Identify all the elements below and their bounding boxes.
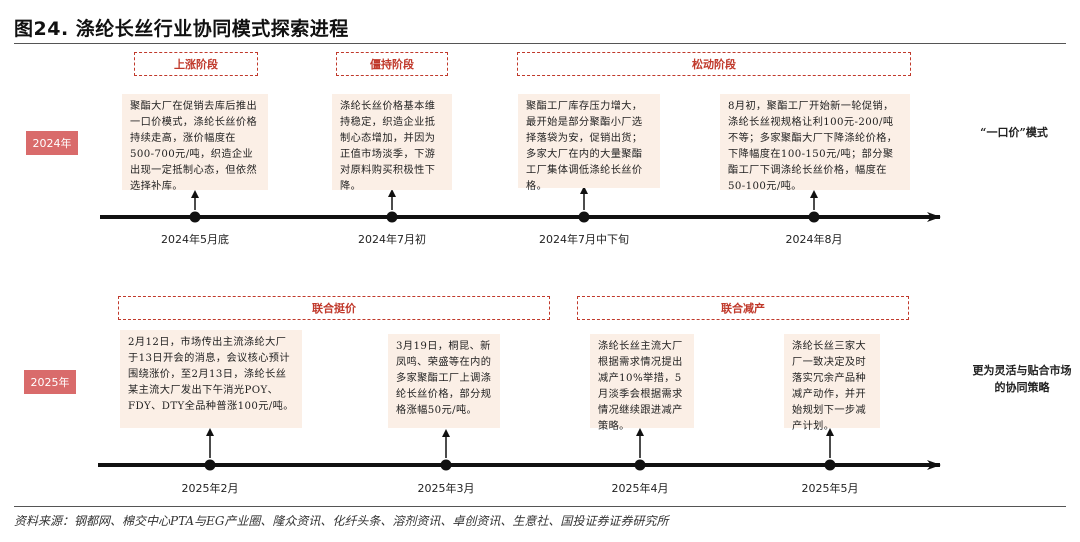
- timeline-marker: [204, 428, 216, 471]
- event-card: 3月19日，桐昆、新凤鸣、荣盛等在内的多家聚酯工厂上调涤纶长丝价格，部分规格涨幅…: [388, 334, 500, 428]
- event-date: 2024年8月: [785, 233, 843, 246]
- event-date: 2025年3月: [417, 482, 475, 495]
- side-note-2024: “一口价”模式: [980, 126, 1048, 139]
- event-date: 2025年2月: [181, 482, 239, 495]
- event-card: 涤纶长丝价格基本维持稳定，织造企业抵制心态增加，并因为正值市场淡季，下游对原料购…: [332, 94, 452, 192]
- timeline-marker: [808, 190, 820, 223]
- year-label-2025: 2025年: [24, 370, 76, 394]
- event-date: 2025年4月: [611, 482, 669, 495]
- title-divider: [14, 43, 1066, 44]
- event-card: 涤纶长丝三家大厂一致决定及时落实冗余产品种减产动作，并开始规划下一步减产计划。: [784, 334, 880, 432]
- timeline-marker: [634, 428, 646, 471]
- event-date: 2025年5月: [801, 482, 859, 495]
- side-note-2025: 更为灵活与贴合市场的协同策略: [972, 364, 1072, 394]
- timeline-marker: [189, 190, 201, 223]
- timeline-marker: [386, 189, 398, 223]
- phase-label: 联合挺价: [118, 296, 550, 320]
- event-date: 2024年7月中下旬: [539, 233, 629, 246]
- source-divider: [14, 506, 1066, 507]
- phase-label: 上涨阶段: [134, 52, 258, 76]
- event-date: 2024年5月底: [161, 233, 229, 246]
- event-card: 涤纶长丝主流大厂根据需求情况提出减产10%举措，5月淡季会根据需求情况继续跟进减…: [590, 334, 694, 432]
- event-card: 8月初，聚酯工厂开始新一轮促销，涤纶长丝视规格让利100元-200/吨不等；多家…: [720, 94, 910, 192]
- timeline-marker: [578, 186, 590, 223]
- event-card: 2月12日，市场传出主流涤纶大厂于13日开会的消息，会议核心预计围绕涨价，至2月…: [120, 330, 302, 428]
- figure-title: 图24. 涤纶长丝行业协同模式探索进程: [14, 18, 349, 40]
- phase-label: 联合减产: [577, 296, 909, 320]
- phase-label: 松动阶段: [517, 52, 911, 76]
- phase-label: 僵持阶段: [336, 52, 448, 76]
- timeline-marker: [824, 428, 836, 471]
- source-note: 资料来源：钢都网、棉交中心PTA与EG产业圈、隆众资讯、化纤头条、溶剂资讯、卓创…: [14, 514, 669, 528]
- event-date: 2024年7月初: [358, 233, 426, 246]
- event-card: 聚酯工厂库存压力增大，最开始是部分聚酯小厂选择落袋为安，促销出货；多家大厂在内的…: [518, 94, 660, 192]
- year-label-2024: 2024年: [26, 131, 78, 155]
- timeline-marker: [440, 429, 452, 471]
- event-card: 聚酯大厂在促销去库后推出一口价模式，涤纶长丝价格持续走高，涨价幅度在500-70…: [122, 94, 268, 192]
